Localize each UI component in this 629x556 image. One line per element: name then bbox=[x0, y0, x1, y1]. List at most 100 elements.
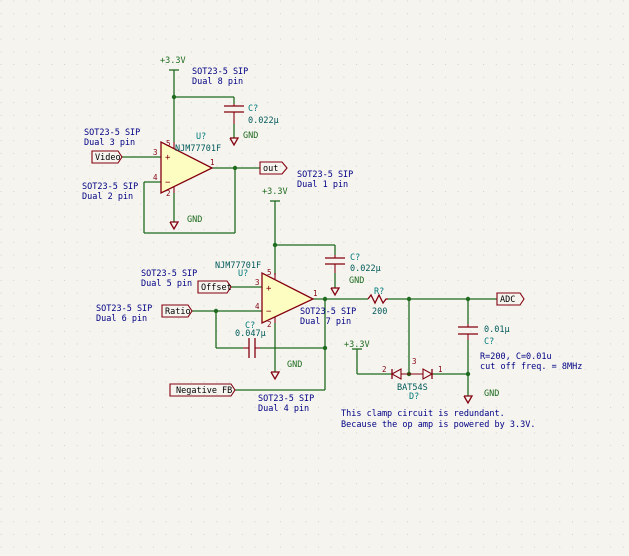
note-top-out-line2: Dual 1 pin bbox=[297, 180, 348, 190]
net-label-video-text: Video bbox=[95, 153, 121, 163]
net-label-offset-text: Offset bbox=[201, 283, 232, 293]
net-label-ratio[interactable]: Ratio bbox=[161, 304, 193, 318]
opamp-top-plus-sign: + bbox=[165, 153, 171, 163]
capacitor-top-ref: C? bbox=[248, 104, 258, 114]
capacitor-filter-value: 0.01μ bbox=[484, 325, 510, 335]
note-top-inminus-line2: Dual 2 pin bbox=[82, 192, 133, 202]
junction bbox=[272, 242, 278, 248]
net-label-offset[interactable]: Offset bbox=[197, 280, 232, 294]
capacitor-mid[interactable]: C? 0.022μ bbox=[325, 253, 381, 274]
opamp-bottom[interactable]: + − U? NJM77701F 5 3 4 1 2 bbox=[215, 261, 318, 329]
note-top-vplus-line1: SOT23-5 SIP bbox=[192, 67, 248, 77]
diode-pin-right: 1 bbox=[438, 365, 443, 374]
note-top-inminus-line1: SOT23-5 SIP bbox=[82, 182, 138, 192]
note-bottom-inminus-line2: Dual 6 pin bbox=[96, 314, 147, 324]
opamp-top-pin-out: 1 bbox=[210, 158, 215, 167]
opamp-top-value: NJM77701F bbox=[175, 144, 221, 154]
diode-pin-mid: 3 bbox=[412, 357, 417, 366]
power-label-vcc-clamp: +3.3V bbox=[344, 340, 370, 350]
net-label-video[interactable]: Video bbox=[91, 150, 123, 164]
note-bottom-inplus-line1: SOT23-5 SIP bbox=[141, 269, 197, 279]
junction bbox=[322, 345, 328, 351]
junction bbox=[171, 94, 177, 100]
capacitor-feedback-value: 0.047μ bbox=[235, 329, 266, 339]
capacitor-filter-ref: C? bbox=[484, 337, 494, 347]
net-label-adc-text: ADC bbox=[500, 295, 515, 305]
note-bottom-fb-line1: SOT23-5 SIP bbox=[258, 394, 314, 404]
junction bbox=[465, 296, 471, 302]
diode-pin-left: 2 bbox=[382, 365, 387, 374]
diode-ref: D? bbox=[409, 392, 419, 402]
opamp-bottom-minus-sign: − bbox=[266, 307, 272, 317]
note-bottom-inplus-line2: Dual 5 pin bbox=[141, 279, 192, 289]
capacitor-mid-ref: C? bbox=[350, 253, 360, 263]
opamp-top-pin-inplus: 3 bbox=[153, 148, 158, 157]
opamp-bottom-plus-sign: + bbox=[266, 284, 272, 294]
capacitor-mid-value: 0.022μ bbox=[350, 264, 381, 274]
note-top-out-line1: SOT23-5 SIP bbox=[297, 170, 353, 180]
ground-symbol-filter[interactable]: GND bbox=[463, 389, 499, 405]
opamp-top-minus-sign: − bbox=[165, 178, 171, 188]
filter-note-line1: R=200, C=0.01u bbox=[480, 352, 552, 362]
ground-symbol-mid-cap[interactable]: GND bbox=[330, 276, 364, 297]
opamp-top-pin-inminus: 4 bbox=[153, 173, 158, 182]
opamp-bottom-pin-inplus: 3 bbox=[255, 278, 260, 287]
net-label-out[interactable]: out bbox=[259, 161, 288, 175]
capacitor-feedback[interactable]: C? 0.047μ bbox=[235, 321, 266, 358]
power-symbol-vcc-top[interactable]: +3.3V bbox=[160, 56, 186, 80]
opamp-top-ref: U? bbox=[196, 132, 206, 142]
power-label-vcc-top: +3.3V bbox=[160, 56, 186, 66]
diode-value: BAT54S bbox=[397, 383, 428, 393]
ground-label-top-opamp: GND bbox=[187, 215, 202, 225]
note-top-vplus-line2: Dual 8 pin bbox=[192, 77, 243, 87]
note-bottom-out-line2: Dual 7 pin bbox=[300, 317, 351, 327]
opamp-top[interactable]: + − U? NJM77701F 5 3 4 1 2 bbox=[153, 132, 221, 198]
power-symbol-vcc-mid[interactable]: +3.3V bbox=[262, 187, 288, 212]
capacitor-feedback-ref: C? bbox=[245, 321, 255, 331]
net-label-negative-fb[interactable]: Negative FB bbox=[169, 383, 236, 397]
capacitor-top-value: 0.022μ bbox=[248, 116, 279, 126]
ground-label-top-cap: GND bbox=[243, 131, 258, 141]
ground-label-mid-cap: GND bbox=[349, 276, 364, 286]
note-top-inplus-line2: Dual 3 pin bbox=[84, 138, 135, 148]
net-label-adc[interactable]: ADC bbox=[496, 292, 525, 306]
ground-symbol-top-cap[interactable]: GND bbox=[229, 131, 258, 147]
junction bbox=[465, 371, 471, 377]
capacitor-filter[interactable]: 0.01μ C? bbox=[458, 324, 510, 347]
power-symbol-vcc-clamp[interactable]: +3.3V bbox=[344, 340, 370, 355]
note-bottom-inminus-line1: SOT23-5 SIP bbox=[96, 304, 152, 314]
net-label-negative-fb-text: Negative FB bbox=[176, 386, 232, 396]
junction bbox=[322, 296, 328, 302]
junction bbox=[213, 308, 219, 314]
power-label-vcc-mid: +3.3V bbox=[262, 187, 288, 197]
diode-pair[interactable]: 2 3 1 BAT54S D? bbox=[382, 357, 443, 402]
opamp-top-pin-vminus: 2 bbox=[166, 189, 171, 198]
ground-symbol-bottom-opamp[interactable]: GND bbox=[270, 360, 302, 381]
capacitor-top[interactable]: C? 0.022μ bbox=[224, 104, 279, 126]
resistor-value: 200 bbox=[372, 307, 387, 317]
opamp-bottom-value: NJM77701F bbox=[215, 261, 261, 271]
net-label-out-text: out bbox=[263, 164, 278, 174]
junction bbox=[406, 296, 412, 302]
note-top-inplus-line1: SOT23-5 SIP bbox=[84, 128, 140, 138]
resistor-ref: R? bbox=[374, 287, 384, 297]
opamp-bottom-pin-vminus: 2 bbox=[267, 320, 272, 329]
note-bottom-fb-line2: Dual 4 pin bbox=[258, 404, 309, 414]
resistor[interactable]: R? 200 bbox=[367, 287, 388, 317]
ground-symbol-top-opamp[interactable]: GND bbox=[169, 215, 202, 231]
opamp-bottom-pin-inminus: 4 bbox=[255, 302, 260, 311]
opamp-bottom-pin-out: 1 bbox=[313, 289, 318, 298]
opamp-bottom-ref: U? bbox=[238, 269, 248, 279]
opamp-bottom-pin-vplus: 5 bbox=[267, 268, 272, 277]
junction bbox=[232, 165, 238, 171]
net-label-ratio-text: Ratio bbox=[165, 307, 191, 317]
opamp-top-pin-vplus: 5 bbox=[166, 139, 171, 148]
ground-label-filter: GND bbox=[484, 389, 499, 399]
ground-label-bottom-opamp: GND bbox=[287, 360, 302, 370]
clamp-note-line1: This clamp circuit is redundant. bbox=[341, 409, 505, 419]
wires-bottom bbox=[192, 212, 497, 396]
filter-note-line2: cut off freq. = 8MHz bbox=[480, 362, 582, 372]
note-bottom-out-line1: SOT23-5 SIP bbox=[300, 307, 356, 317]
